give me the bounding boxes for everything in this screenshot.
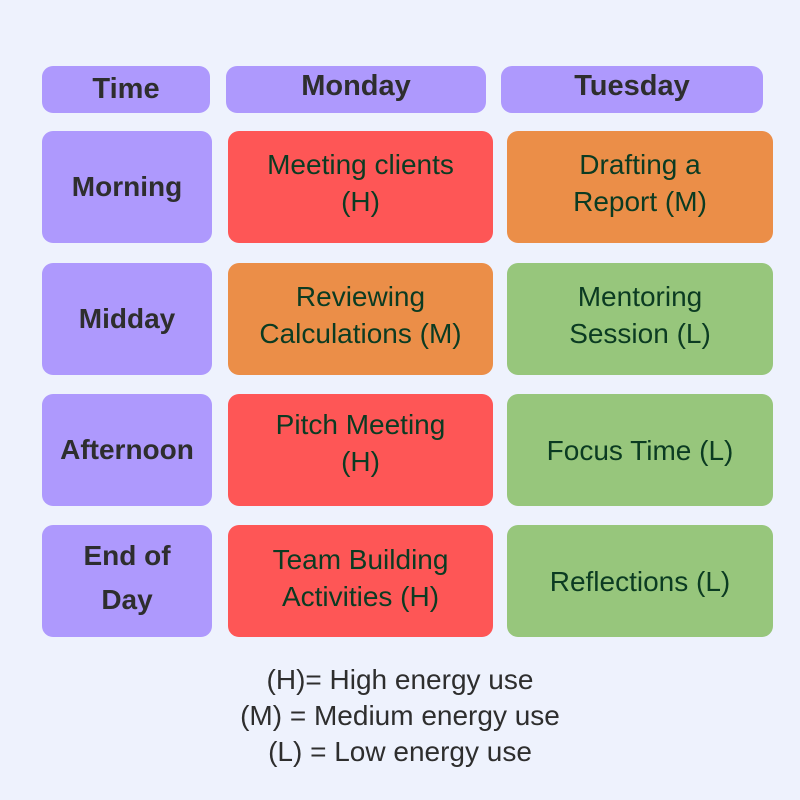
header-time: Time [42, 66, 210, 113]
task-monday-end-of-day: Team Building Activities (H) [228, 525, 493, 637]
task-text: Team Building Activities (H) [272, 544, 449, 612]
row-label-end-of-day: End of Day [42, 525, 212, 637]
legend-low: (L) = Low energy use [268, 736, 532, 767]
task-text: Pitch Meeting (H) [275, 409, 446, 477]
task-tuesday-afternoon: Focus Time (L) [507, 394, 773, 506]
task-text: Mentoring Session (L) [569, 281, 711, 349]
row-label-text: Midday [78, 303, 176, 334]
task-text: Reviewing Calculations (M) [259, 281, 462, 349]
task-tuesday-end-of-day: Reflections (L) [507, 525, 773, 637]
row-label-afternoon: Afternoon [42, 394, 212, 506]
task-monday-midday: Reviewing Calculations (M) [228, 263, 493, 375]
header-tuesday: Tuesday [501, 66, 763, 113]
row-label-text: Afternoon [60, 434, 194, 465]
task-text: Drafting a Report (M) [573, 149, 707, 217]
task-monday-morning: Meeting clients (H) [228, 131, 493, 243]
energy-legend: (H)= High energy use (M) = Medium energy… [0, 662, 800, 770]
header-monday: Monday [226, 66, 486, 113]
row-label-text: Morning [71, 171, 183, 202]
task-text: Reflections (L) [549, 565, 731, 597]
task-text: Meeting clients (H) [267, 149, 454, 217]
row-label-midday: Midday [42, 263, 212, 375]
row-label-text: End of Day [83, 540, 171, 615]
task-monday-afternoon: Pitch Meeting (H) [228, 394, 493, 506]
header-tuesday-label: Tuesday [574, 70, 690, 102]
task-tuesday-midday: Mentoring Session (L) [507, 263, 773, 375]
legend-high: (H)= High energy use [266, 664, 534, 695]
header-time-label: Time [92, 73, 160, 105]
header-monday-label: Monday [301, 70, 411, 102]
task-tuesday-morning: Drafting a Report (M) [507, 131, 773, 243]
row-label-morning: Morning [42, 131, 212, 243]
legend-medium: (M) = Medium energy use [240, 700, 560, 731]
task-text: Focus Time (L) [546, 434, 734, 466]
